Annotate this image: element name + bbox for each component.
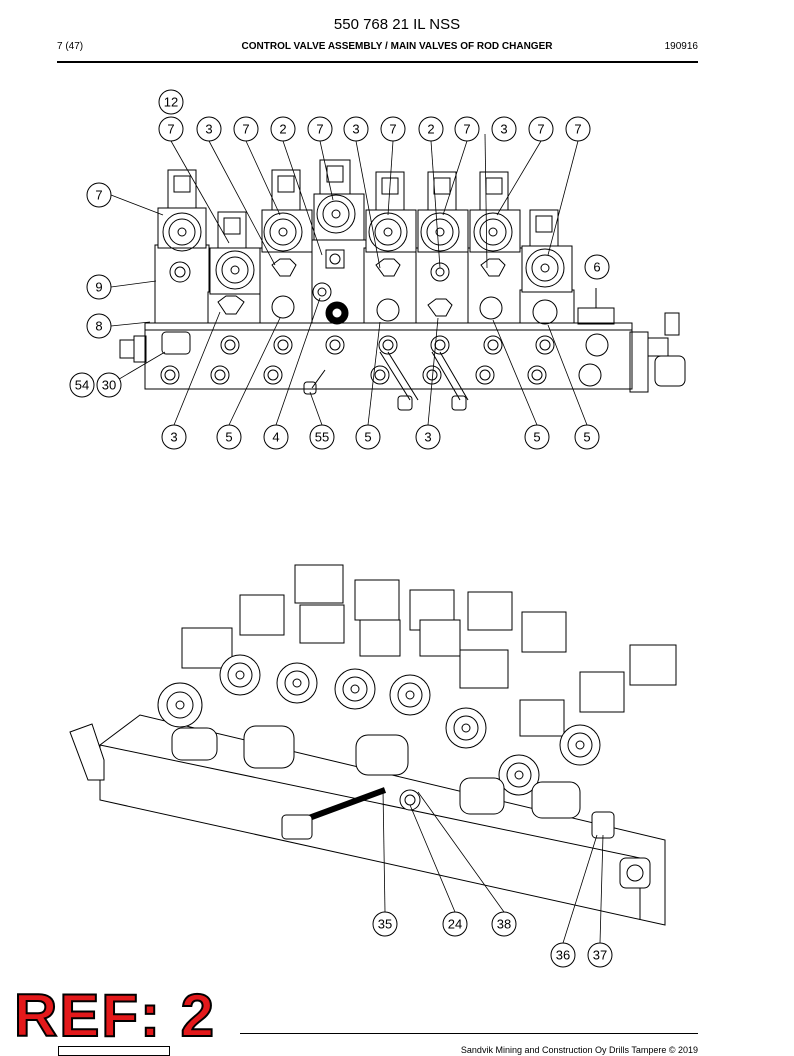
callout-label: 7 <box>167 122 174 137</box>
callout-label: 5 <box>364 430 371 445</box>
callout-12: 12 <box>158 89 184 115</box>
company-logo <box>58 1046 170 1056</box>
section-title: CONTROL VALVE ASSEMBLY / MAIN VALVES OF … <box>241 41 553 52</box>
callout-35: 35 <box>372 911 398 937</box>
callout-4: 4 <box>263 424 289 450</box>
callout-label: 38 <box>497 917 511 932</box>
callout-label: 54 <box>75 378 89 393</box>
callout-label: 7 <box>389 122 396 137</box>
callout-label: 4 <box>272 430 279 445</box>
callout-7c: 7 <box>307 116 333 142</box>
callout-5d: 5 <box>574 424 600 450</box>
callout-38: 38 <box>491 911 517 937</box>
callout-5a: 5 <box>216 424 242 450</box>
callout-label: 7 <box>242 122 249 137</box>
callout-label: 36 <box>556 948 570 963</box>
iso-valve-row-back <box>239 564 677 686</box>
callout-label: 2 <box>279 122 286 137</box>
callout-label: 30 <box>102 378 116 393</box>
callout-label: 5 <box>225 430 232 445</box>
callout-label: 3 <box>424 430 431 445</box>
callout-label: 2 <box>427 122 434 137</box>
callout-30: 30 <box>96 372 122 398</box>
page-title: 550 768 21 IL NSS <box>333 16 461 33</box>
callouts-top: 12 7 3 7 2 7 3 7 2 7 3 7 7 7 6 9 8 54 30… <box>69 89 610 450</box>
callout-24: 24 <box>442 911 468 937</box>
valve-tower-3 <box>259 169 315 324</box>
callout-label: 5 <box>533 430 540 445</box>
iso-cylinders <box>171 725 581 819</box>
iso-valve-row-front <box>181 627 625 737</box>
callout-5b: 5 <box>355 424 381 450</box>
valve-tower-2 <box>207 211 263 324</box>
iso-solenoid-coils <box>157 654 601 796</box>
callout-label: 7 <box>574 122 581 137</box>
callout-label: 8 <box>95 319 102 334</box>
callout-label: 6 <box>593 260 600 275</box>
callout-7f: 7 <box>528 116 554 142</box>
callout-7a: 7 <box>158 116 184 142</box>
doc-date: 190916 <box>664 41 698 52</box>
callout-label: 3 <box>500 122 507 137</box>
callout-54: 54 <box>69 372 95 398</box>
callout-7e: 7 <box>454 116 480 142</box>
callout-8: 8 <box>86 313 112 339</box>
callout-7b: 7 <box>233 116 259 142</box>
callout-label: 3 <box>205 122 212 137</box>
callout-37: 37 <box>587 942 613 968</box>
callout-36: 36 <box>550 942 576 968</box>
footer-copyright: Sandvik Mining and Construction Oy Drill… <box>460 1045 698 1055</box>
isometric-view-drawing <box>69 564 677 926</box>
callout-7g: 7 <box>565 116 591 142</box>
ref-stamp: REF: 2 <box>13 982 217 1049</box>
callout-3e: 3 <box>415 424 441 450</box>
callout-label: 7 <box>537 122 544 137</box>
callout-label: 7 <box>463 122 470 137</box>
callout-5c: 5 <box>524 424 550 450</box>
callout-label: 12 <box>164 95 178 110</box>
callout-label: 35 <box>378 917 392 932</box>
callout-label: 37 <box>593 948 607 963</box>
front-view-drawing <box>119 159 686 411</box>
leader-lines-top <box>108 133 588 426</box>
callout-2b: 2 <box>418 116 444 142</box>
header-rule <box>57 61 698 63</box>
callout-3a: 3 <box>196 116 222 142</box>
callout-label: 7 <box>95 188 102 203</box>
callout-label: 3 <box>170 430 177 445</box>
callout-label: 3 <box>352 122 359 137</box>
page-number: 7 (47) <box>57 41 84 52</box>
callout-7h: 7 <box>86 182 112 208</box>
callout-3b: 3 <box>343 116 369 142</box>
callout-label: 5 <box>583 430 590 445</box>
callout-3d: 3 <box>161 424 187 450</box>
callout-label: 24 <box>448 917 462 932</box>
callout-2a: 2 <box>270 116 296 142</box>
callout-label: 55 <box>315 430 329 445</box>
callout-7d: 7 <box>380 116 406 142</box>
valve-tower-6 <box>415 171 471 324</box>
callout-6: 6 <box>584 254 610 280</box>
valve-tower-4 <box>311 159 367 325</box>
valve-tower-8 <box>519 209 575 325</box>
leader-lines-bottom <box>382 789 604 944</box>
valve-tower-5 <box>363 171 419 324</box>
callout-label: 7 <box>316 122 323 137</box>
footer-rule <box>240 1033 698 1034</box>
callouts-bottom: 35 24 38 36 37 <box>372 911 613 968</box>
valve-tower-7 <box>467 171 523 324</box>
callout-label: 9 <box>95 280 102 295</box>
callout-3c: 3 <box>491 116 517 142</box>
valve-tower-1 <box>154 169 210 324</box>
callout-9: 9 <box>86 274 112 300</box>
callout-55: 55 <box>309 424 335 450</box>
